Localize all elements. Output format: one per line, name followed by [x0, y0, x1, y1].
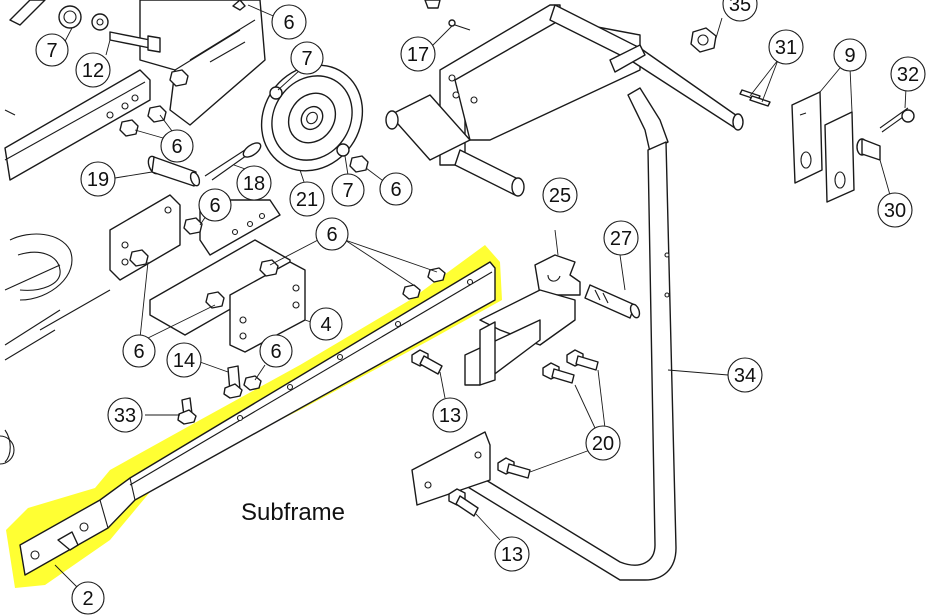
svg-text:32: 32 [897, 64, 919, 86]
svg-text:13: 13 [501, 544, 523, 566]
callout-14: 14 [166, 342, 202, 378]
svg-text:12: 12 [82, 60, 104, 82]
pin-18 [204, 142, 262, 181]
callout-6a: 6 [271, 4, 307, 40]
callout-27: 27 [603, 220, 639, 256]
callout-25: 25 [542, 177, 578, 213]
callout-21: 21 [289, 181, 325, 217]
svg-text:6: 6 [171, 136, 182, 158]
callout-32: 32 [890, 56, 926, 92]
svg-text:7: 7 [301, 48, 312, 70]
callout-6c: 6 [379, 172, 413, 206]
svg-text:17: 17 [407, 44, 429, 66]
bracket-25 [464, 254, 581, 386]
subframe-caption: Subframe [241, 499, 345, 526]
plates-9 [791, 91, 855, 203]
svg-text:6: 6 [133, 341, 144, 363]
svg-text:35: 35 [729, 0, 751, 16]
callout-6f: 6 [122, 334, 156, 368]
svg-text:13: 13 [439, 405, 461, 427]
nuts-upper [119, 69, 189, 137]
subframe-2 [19, 261, 496, 576]
callout-35: 35 [722, 0, 758, 22]
pins-31 [739, 89, 771, 107]
svg-text:33: 33 [114, 405, 136, 427]
callout-13a: 13 [432, 397, 468, 433]
svg-text:14: 14 [173, 350, 195, 372]
svg-text:6: 6 [390, 179, 401, 201]
svg-text:6: 6 [209, 195, 220, 217]
svg-text:21: 21 [296, 189, 318, 211]
svg-text:25: 25 [549, 185, 571, 207]
main-frame [4, 69, 151, 463]
callout-9: 9 [833, 38, 867, 72]
washer-7b [336, 143, 350, 157]
svg-text:30: 30 [884, 200, 906, 222]
callout-4: 4 [309, 307, 343, 341]
pin-30 [856, 138, 881, 161]
svg-text:19: 19 [87, 169, 109, 191]
callout-31: 31 [768, 29, 804, 65]
bolt-14 [223, 365, 243, 399]
callout-30: 30 [877, 192, 913, 228]
upper-bracket [9, 0, 266, 126]
callout-6d: 6 [198, 188, 232, 222]
callout-6g: 6 [259, 334, 293, 368]
svg-text:20: 20 [592, 433, 614, 455]
clip-32 [879, 107, 915, 133]
svg-text:27: 27 [610, 228, 632, 250]
callout-7c: 7 [331, 173, 365, 207]
hitch-assembly [385, 0, 744, 197]
svg-text:2: 2 [82, 588, 93, 610]
bolt-12 [109, 31, 161, 53]
pulley-21 [260, 64, 364, 172]
nuts-middle [129, 217, 446, 391]
bolt-27 [584, 284, 641, 319]
washer-7a [269, 86, 283, 100]
callout-13b: 13 [494, 536, 530, 572]
leader-lines [54, 4, 907, 591]
callout-33: 33 [107, 397, 143, 433]
cap-35 [690, 27, 717, 53]
svg-text:34: 34 [734, 365, 756, 387]
callout-7b: 7 [290, 41, 324, 75]
callout-6e: 6 [315, 217, 349, 251]
callout-19: 19 [80, 161, 116, 197]
svg-text:7: 7 [342, 180, 353, 202]
callout-34: 34 [727, 357, 763, 393]
nut-6c [349, 155, 369, 173]
svg-text:31: 31 [775, 37, 797, 59]
svg-text:18: 18 [243, 173, 265, 195]
bracket-4 [39, 194, 306, 353]
svg-text:7: 7 [46, 40, 57, 62]
partial-bubble-left [0, 435, 15, 465]
svg-text:4: 4 [320, 314, 331, 336]
svg-text:6: 6 [283, 12, 294, 34]
handle-34 [411, 87, 677, 581]
callout-6b: 6 [160, 129, 194, 163]
callout-17: 17 [400, 36, 436, 72]
callout-12: 12 [75, 52, 111, 88]
bolt-13b [448, 488, 479, 517]
callout-20: 20 [585, 425, 621, 461]
callout-7a: 7 [35, 33, 69, 67]
svg-text:6: 6 [270, 341, 281, 363]
bolt-33 [177, 397, 197, 425]
svg-text:9: 9 [844, 45, 855, 67]
pin-17 [448, 19, 471, 31]
pin-19 [147, 155, 201, 187]
bolt-13a [411, 349, 443, 375]
callout-2: 2 [71, 581, 105, 615]
svg-text:6: 6 [326, 224, 337, 246]
bolts-20 [497, 349, 599, 479]
callout-18: 18 [236, 165, 272, 201]
